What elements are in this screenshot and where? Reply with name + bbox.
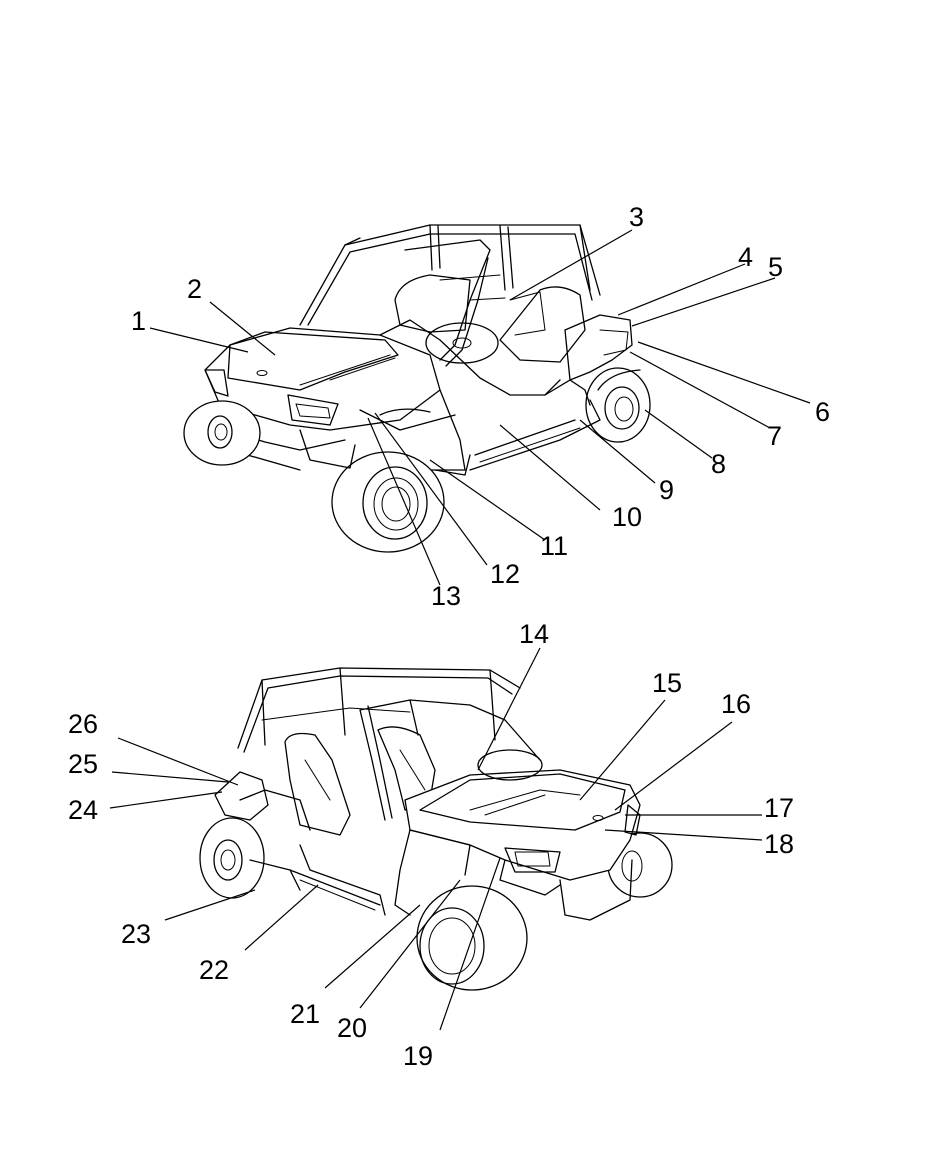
leader-lines-upper xyxy=(149,229,811,586)
callout-14: 14 xyxy=(519,619,549,649)
callout-26: 26 xyxy=(68,709,98,739)
callout-12: 12 xyxy=(490,559,520,589)
roll-cage-lower xyxy=(237,667,541,821)
body xyxy=(204,319,601,471)
callout-11: 11 xyxy=(540,531,568,561)
callout-17: 17 xyxy=(764,793,794,823)
rear-right-wheel xyxy=(585,367,651,443)
callout-23: 23 xyxy=(121,919,151,949)
callout-18: 18 xyxy=(764,829,794,859)
callout-10: 10 xyxy=(612,502,642,532)
callout-6: 6 xyxy=(815,397,830,427)
callout-15: 15 xyxy=(652,668,682,698)
callout-19: 19 xyxy=(403,1041,433,1071)
callout-9: 9 xyxy=(659,475,674,505)
callout-21: 21 xyxy=(290,999,320,1029)
body-lower xyxy=(214,769,641,921)
callout-7: 7 xyxy=(767,421,782,451)
callout-2: 2 xyxy=(187,274,202,304)
vehicle-view-upper xyxy=(149,224,811,586)
rear-left-wheel xyxy=(199,817,265,899)
steering-wheel-lower xyxy=(477,749,543,781)
callout-22: 22 xyxy=(199,955,229,985)
callout-3: 3 xyxy=(629,202,644,232)
steering-wheel xyxy=(425,322,499,364)
callout-13: 13 xyxy=(431,581,461,611)
front-left-wheel xyxy=(183,400,261,466)
seats xyxy=(394,274,586,363)
callout-20: 20 xyxy=(337,1013,367,1043)
front-right-wheel xyxy=(331,451,445,553)
callout-8: 8 xyxy=(711,449,726,479)
callout-16: 16 xyxy=(721,689,751,719)
callout-25: 25 xyxy=(68,749,98,779)
callout-4: 4 xyxy=(738,242,753,272)
callout-labels: 1 2 3 4 5 6 7 8 9 10 11 12 13 14 15 16 1… xyxy=(68,202,830,1071)
callout-24: 24 xyxy=(68,795,98,825)
leader-lines-lower xyxy=(109,647,763,1031)
vehicle-view-lower xyxy=(109,647,763,1031)
callout-5: 5 xyxy=(768,252,783,282)
callout-1: 1 xyxy=(131,306,146,336)
